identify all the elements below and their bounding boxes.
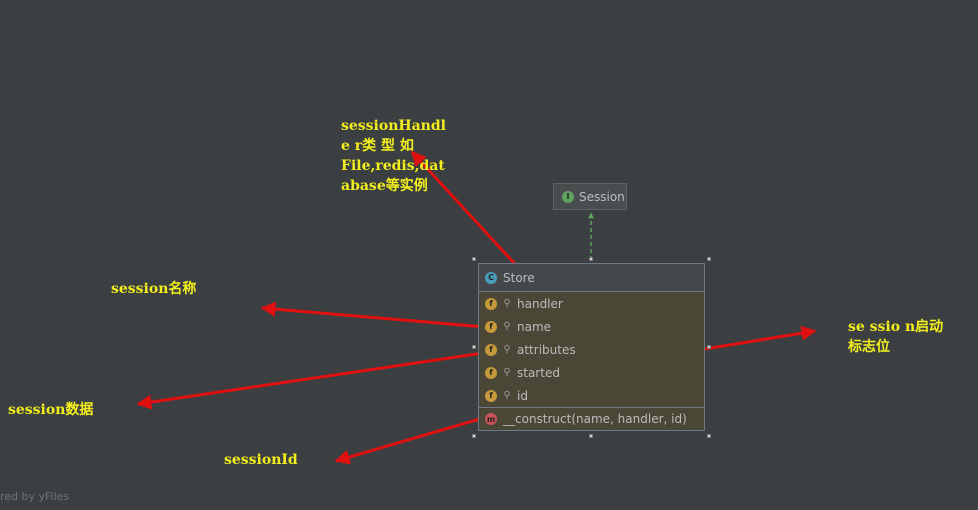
class-name: Store [503,270,535,285]
annotation-line: e r类 型 如 [341,138,414,154]
interface-node-session[interactable]: I Session [553,183,627,210]
method-signature: __construct(name, handler, id) [503,412,687,426]
key-icon: ⚲ [503,367,511,378]
annotation-attributes: session数据 [8,402,94,418]
selection-handle[interactable] [472,434,476,438]
selection-handle[interactable] [707,345,711,349]
annotation-id: sessionId [224,452,298,468]
key-icon: ⚲ [503,390,511,401]
selection-handle[interactable] [472,257,476,261]
annotation-line: se ssio n启动 [848,319,944,335]
selection-handle[interactable] [707,434,711,438]
selection-handle[interactable] [589,434,593,438]
class-node-store[interactable]: C Store f ⚲ handler f ⚲ name f ⚲ attribu… [478,263,705,431]
interface-icon: I [562,190,574,203]
annotation-line: sessionHandl [341,118,446,134]
method-icon: m [485,413,497,425]
arrow-name [260,301,521,332]
annotation-name: session名称 [111,281,197,297]
field-icon: f [485,297,497,310]
field-icon: f [485,343,497,356]
field-name: name [517,319,552,334]
field-name: handler [517,296,563,311]
field-row-id[interactable]: f ⚲ id [479,384,704,407]
field-row-attributes[interactable]: f ⚲ attributes [479,338,704,361]
annotation-started: se ssio n启动 标志位 [848,317,943,357]
selection-handle[interactable] [707,257,711,261]
field-name: attributes [517,342,576,357]
field-icon: f [485,389,497,402]
annotation-line: abase等实例 [341,178,428,194]
key-icon: ⚲ [503,321,511,332]
key-icon: ⚲ [503,298,511,309]
annotation-line: File,redis,dat [341,158,445,174]
class-icon: C [485,271,497,284]
field-row-handler[interactable]: f ⚲ handler [479,292,704,315]
selection-handle[interactable] [589,257,593,261]
selection-handle[interactable] [472,345,476,349]
arrow-attributes [136,350,491,410]
field-row-started[interactable]: f ⚲ started [479,361,704,384]
annotation-line: 标志位 [848,339,890,355]
annotation-handler: sessionHandl e r类 型 如 File,redis,dat aba… [341,116,446,196]
key-icon: ⚲ [503,344,511,355]
class-fields: f ⚲ handler f ⚲ name f ⚲ attributes f ⚲ … [479,292,704,408]
field-icon: f [485,366,497,379]
method-row-construct[interactable]: m __construct(name, handler, id) [479,408,704,430]
field-name: started [517,365,560,380]
field-name: id [517,388,528,403]
field-row-name[interactable]: f ⚲ name [479,315,704,338]
yfiles-credit: red by yFiles [0,490,70,503]
field-icon: f [485,320,497,333]
class-header: C Store [479,264,704,292]
interface-name: Session [579,189,625,204]
